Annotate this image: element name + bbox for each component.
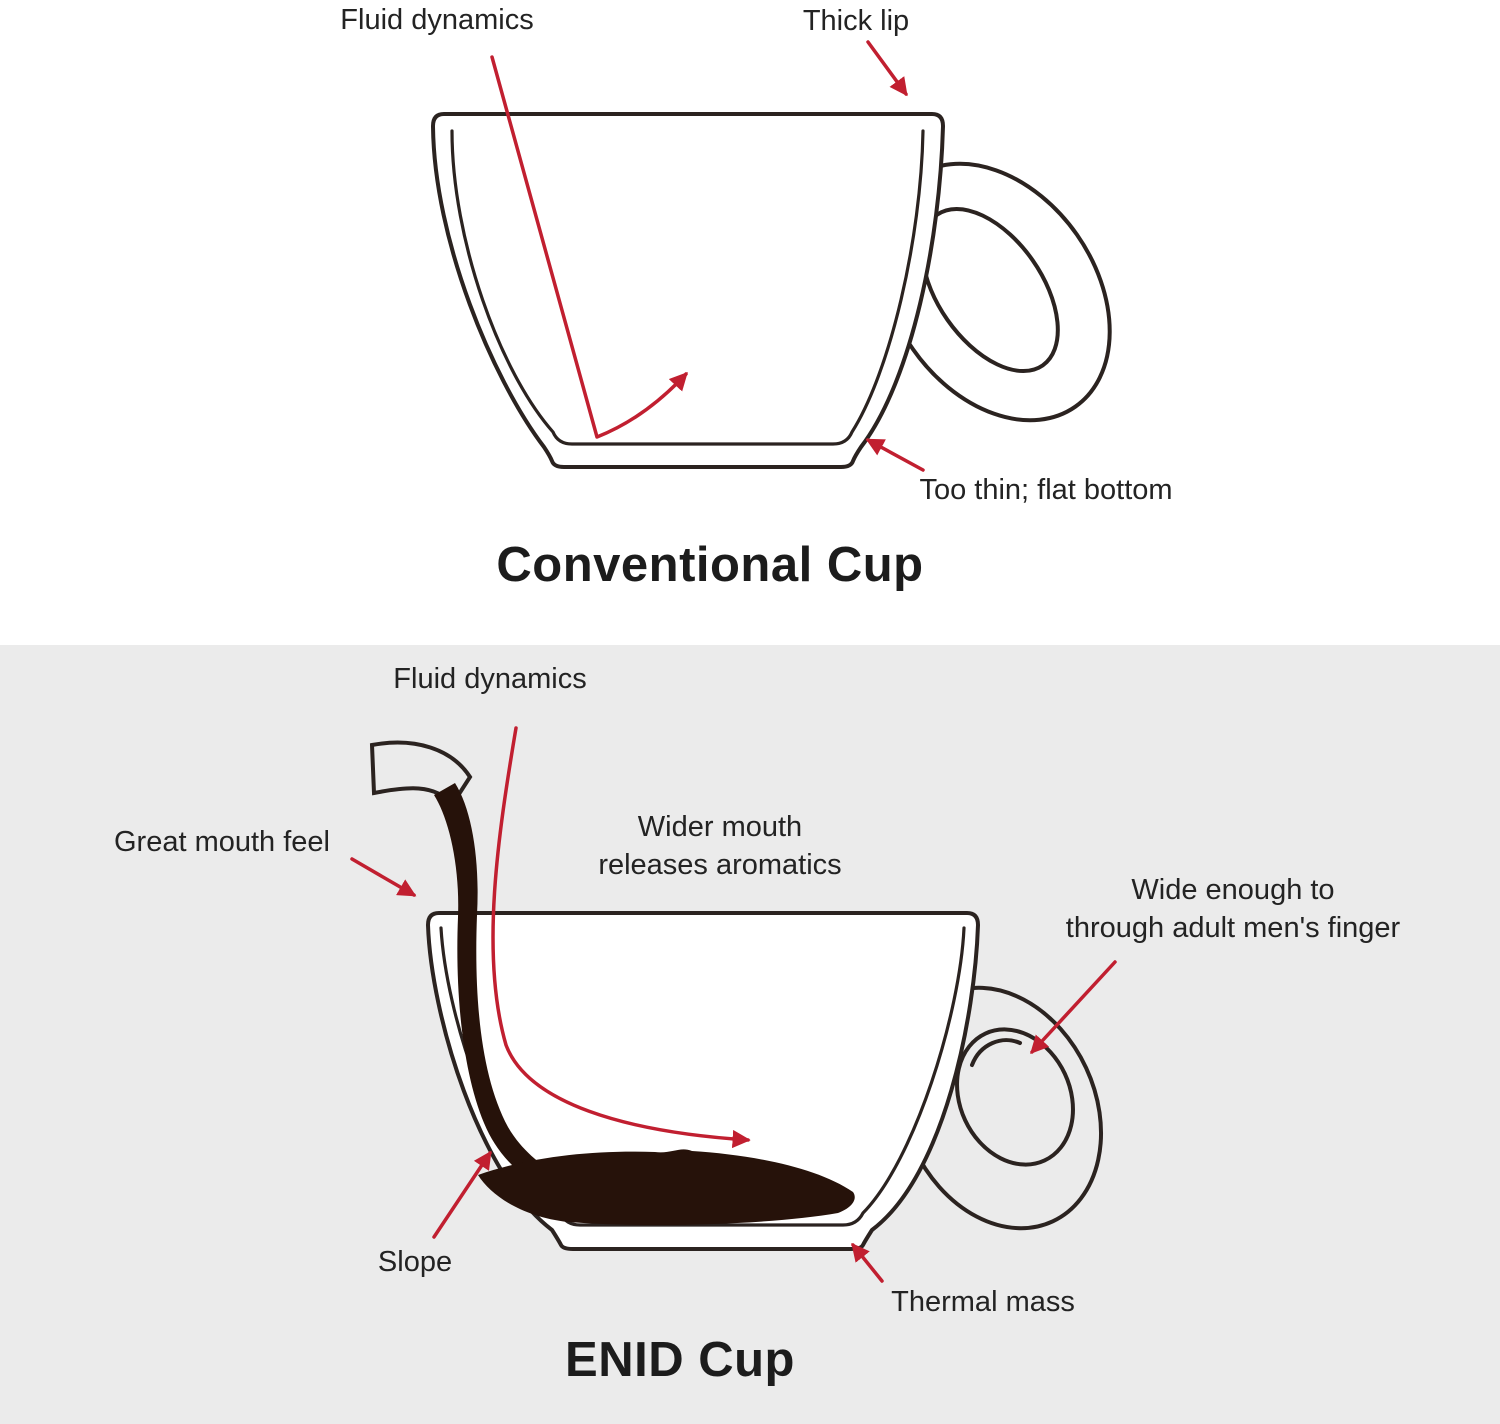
fluid-dynamics-curve-arrow (491, 726, 751, 1149)
label-fluid-dynamics-conventional: Fluid dynamics (340, 4, 534, 36)
fluid-dynamics-arrow (490, 55, 688, 439)
thermal-mass-arrow (851, 1242, 884, 1283)
slope-arrow (432, 1150, 492, 1239)
conventional-cup-inner-wall (450, 129, 925, 446)
label-slope: Slope (377, 1246, 453, 1278)
conventional-cup-drawing (430, 40, 1112, 472)
coffee-stream (434, 783, 577, 1197)
thick-lip-arrow (866, 40, 908, 97)
label-thick-lip: Thick lip (802, 5, 910, 37)
conventional-annotations (490, 40, 925, 472)
label-wider-mouth: Wider mouth releases aromatics (598, 808, 841, 884)
wide-enough-arrow (1030, 960, 1117, 1055)
handle-hole (955, 1027, 1075, 1167)
enid-annotations (350, 726, 1117, 1283)
label-wider-mouth-line2: releases aromatics (598, 849, 842, 881)
label-fluid-dynamics-enid: Fluid dynamics (393, 663, 587, 695)
enid-cup-panel: Fluid dynamics Great mouth feel Wider mo… (0, 645, 1500, 1424)
label-great-mouth-feel: Great mouth feel (114, 826, 330, 858)
enid-cup-drawing (350, 726, 1117, 1283)
label-wide-enough: Wide enough to through adult men's finge… (1066, 871, 1400, 947)
label-wide-enough-line1: Wide enough to (1131, 874, 1335, 906)
label-thermal-mass: Thermal mass (891, 1286, 1075, 1318)
conventional-cup-panel: Fluid dynamics Thick lip Too thin; flat … (0, 0, 1500, 645)
label-wider-mouth-line1: Wider mouth (637, 811, 803, 843)
enid-cup-title: ENID Cup (565, 1333, 795, 1387)
coffee-pool (478, 1149, 855, 1225)
too-thin-arrow (865, 438, 925, 472)
great-mouth-feel-arrow (350, 857, 417, 897)
conventional-cup-body (430, 112, 946, 469)
conventional-cup-handle (878, 161, 1112, 423)
label-wide-enough-line2: through adult men's finger (1065, 912, 1401, 944)
label-too-thin-flat-bottom: Too thin; flat bottom (919, 474, 1173, 506)
conventional-cup-title: Conventional Cup (496, 538, 924, 592)
handle-hole-curl (970, 1038, 1022, 1067)
